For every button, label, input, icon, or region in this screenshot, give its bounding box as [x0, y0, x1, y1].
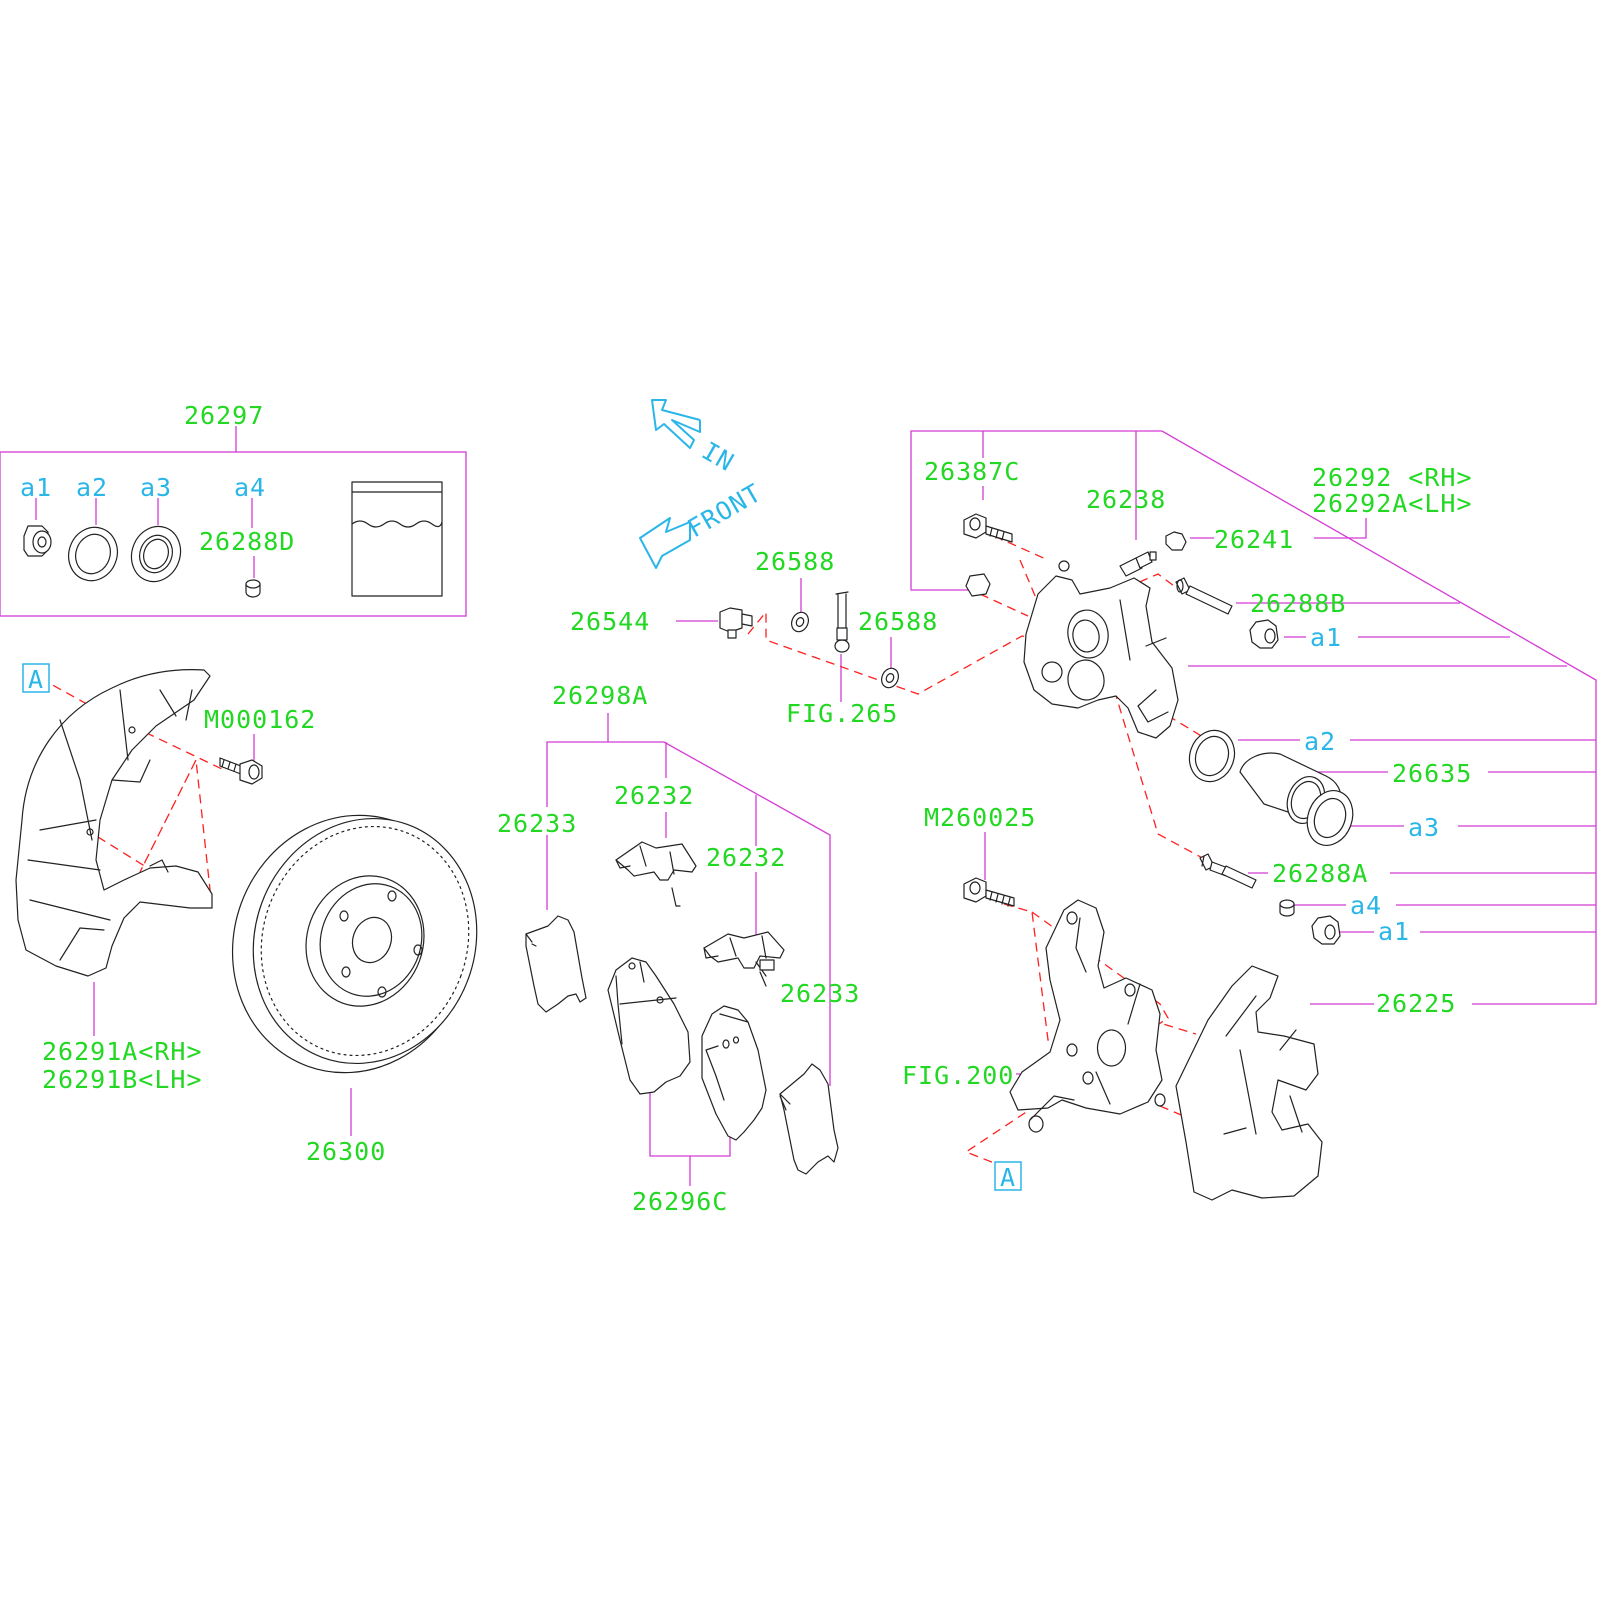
label-boot-kit: 26288D	[199, 527, 295, 556]
labels: 26297 a1 a2 a3 a4 26288D IN FRONT 26387C…	[20, 401, 1473, 1216]
label-union-bolt: 26544	[570, 607, 650, 636]
label-pin-a: 26288A	[1272, 859, 1368, 888]
label-cover-lh: 26291B<LH>	[42, 1065, 203, 1094]
front-arrow-icon	[639, 517, 691, 569]
caliper-body-icon	[1023, 560, 1179, 739]
label-a3-kit: a3	[140, 473, 172, 502]
union-bolt-icon	[719, 607, 753, 639]
label-in: IN	[697, 436, 739, 477]
label-washer-b: 26588	[858, 607, 938, 636]
label-kit: 26297	[184, 401, 264, 430]
in-arrow-icon	[651, 399, 701, 449]
label-bleeder: 26238	[1086, 485, 1166, 514]
clip-a-icon	[615, 841, 697, 907]
label-washer-a: 26588	[755, 547, 835, 576]
splash-cover-icon	[15, 669, 213, 977]
kit-boot-a1	[23, 525, 52, 557]
guide-pin-a-icon	[1199, 853, 1257, 889]
label-pin-b: 26288B	[1250, 589, 1346, 618]
shim-a-icon	[525, 915, 587, 1013]
label-fig265: FIG.265	[786, 699, 898, 728]
leader-lines	[0, 426, 1597, 1186]
brake-rotor-icon	[231, 814, 478, 1074]
kit-seal-a2	[68, 526, 118, 582]
washer-a-icon	[791, 611, 809, 633]
grease-packet	[351, 481, 443, 597]
label-pads: 26296C	[632, 1187, 728, 1216]
label-bleeder-cap: 26241	[1214, 525, 1294, 554]
label-caliper-lh: 26292A<LH>	[1312, 489, 1473, 518]
label-a1-c: a1	[1378, 917, 1410, 946]
kit-cap-a4	[245, 579, 261, 598]
label-rotor: 26300	[306, 1137, 386, 1166]
label-a4-right: a4	[1350, 891, 1382, 920]
ref-box-a-right	[994, 1161, 1022, 1191]
label-a1-b: a1	[1310, 623, 1342, 652]
label-support: 26225	[1376, 989, 1456, 1018]
caliper-support-icon	[1175, 965, 1323, 1201]
caliper-bolt-icon	[963, 513, 1013, 543]
label-a1-kit: a1	[20, 473, 52, 502]
label-ref-a-right: A	[1000, 1163, 1016, 1192]
shim-b-icon	[779, 1063, 839, 1175]
label-a3-right: a3	[1408, 813, 1440, 842]
brake-pad-b-icon	[701, 1005, 767, 1141]
label-bolt-cover: M000162	[204, 705, 316, 734]
guide-pin-b-icon	[1175, 577, 1233, 615]
label-bolt-caliper: 26387C	[924, 457, 1020, 486]
washer-b-icon	[881, 667, 899, 689]
cover-bolt-icon	[219, 757, 263, 785]
bleeder-valve-icon	[1119, 551, 1157, 577]
label-a2-right: a2	[1304, 727, 1336, 756]
support-bolt-icon	[963, 877, 1015, 907]
label-bolt-support: M260025	[924, 803, 1036, 832]
label-piston: 26635	[1392, 759, 1472, 788]
label-shim-b: 26233	[780, 979, 860, 1008]
steering-knuckle-icon	[1009, 899, 1166, 1133]
piston-seal-icon	[1188, 729, 1236, 783]
label-clip-a: 26232	[614, 781, 694, 810]
label-caliper-rh: 26292 <RH>	[1312, 463, 1473, 492]
boot-a1-c-icon	[1311, 915, 1341, 945]
label-a4-kit: a4	[234, 473, 266, 502]
brake-hose-icon	[834, 591, 850, 653]
boot-a1-b-icon	[1249, 619, 1279, 649]
clip-b-icon	[703, 931, 785, 987]
cap-a4-right-icon	[1279, 899, 1295, 917]
brake-pad-a-icon	[607, 957, 691, 1095]
label-front: FRONT	[683, 478, 767, 543]
label-pad-kit: 26298A	[552, 681, 648, 710]
ref-box-a-left	[22, 663, 50, 693]
label-a2-kit: a2	[76, 473, 108, 502]
caliper-bolt-head-icon	[965, 573, 991, 597]
label-ref-a-left: A	[28, 665, 44, 694]
kit-boot-a3	[130, 525, 182, 583]
kit-box	[0, 451, 467, 617]
label-fig200: FIG.200	[902, 1061, 1014, 1090]
label-cover-rh: 26291A<RH>	[42, 1037, 203, 1066]
piston-boot-icon	[1306, 790, 1354, 846]
label-clip-b: 26232	[706, 843, 786, 872]
bleeder-cap-icon	[1165, 531, 1187, 551]
label-shim-a: 26233	[497, 809, 577, 838]
